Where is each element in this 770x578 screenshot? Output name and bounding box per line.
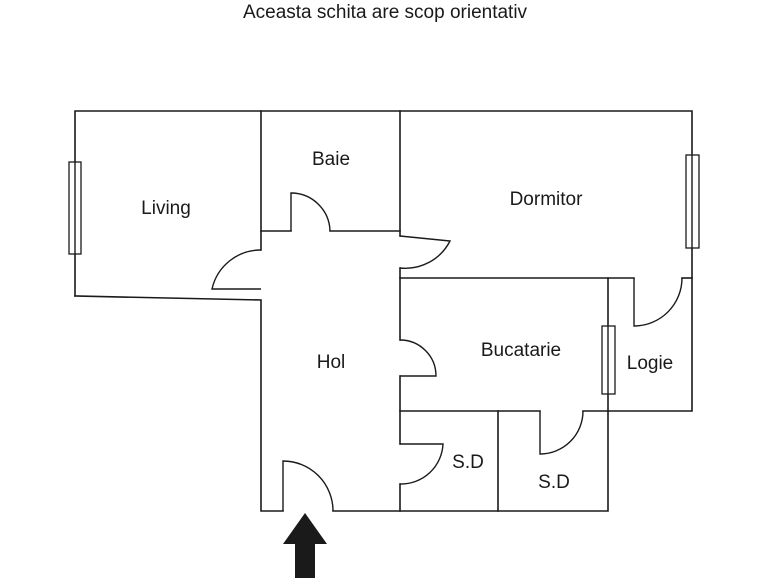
label-living: Living	[141, 198, 191, 219]
arrow-up-icon	[283, 513, 327, 578]
label-sd-1: S.D	[452, 452, 484, 473]
label-dormitor: Dormitor	[510, 189, 584, 210]
door-living	[211, 249, 262, 290]
door-sd-2	[539, 410, 584, 455]
doors	[211, 192, 683, 512]
wall-outer-top	[74, 110, 693, 512]
label-baie: Baie	[312, 149, 350, 170]
door-sd-1	[399, 443, 444, 485]
plan-title: Aceasta schita are scop orientativ	[242, 2, 528, 23]
label-hol: Hol	[317, 352, 346, 373]
label-logie: Logie	[627, 353, 674, 374]
door-bucatarie	[399, 339, 437, 377]
label-bucatarie: Bucatarie	[481, 340, 561, 361]
windows	[68, 154, 700, 395]
door-logie	[633, 277, 683, 327]
label-sd-2: S.D	[538, 472, 570, 493]
door-dormitor	[399, 235, 452, 269]
door-baie	[290, 192, 331, 232]
wall-outer-left-bottom	[74, 295, 284, 512]
walls	[74, 110, 693, 512]
door-entrance	[282, 460, 334, 512]
